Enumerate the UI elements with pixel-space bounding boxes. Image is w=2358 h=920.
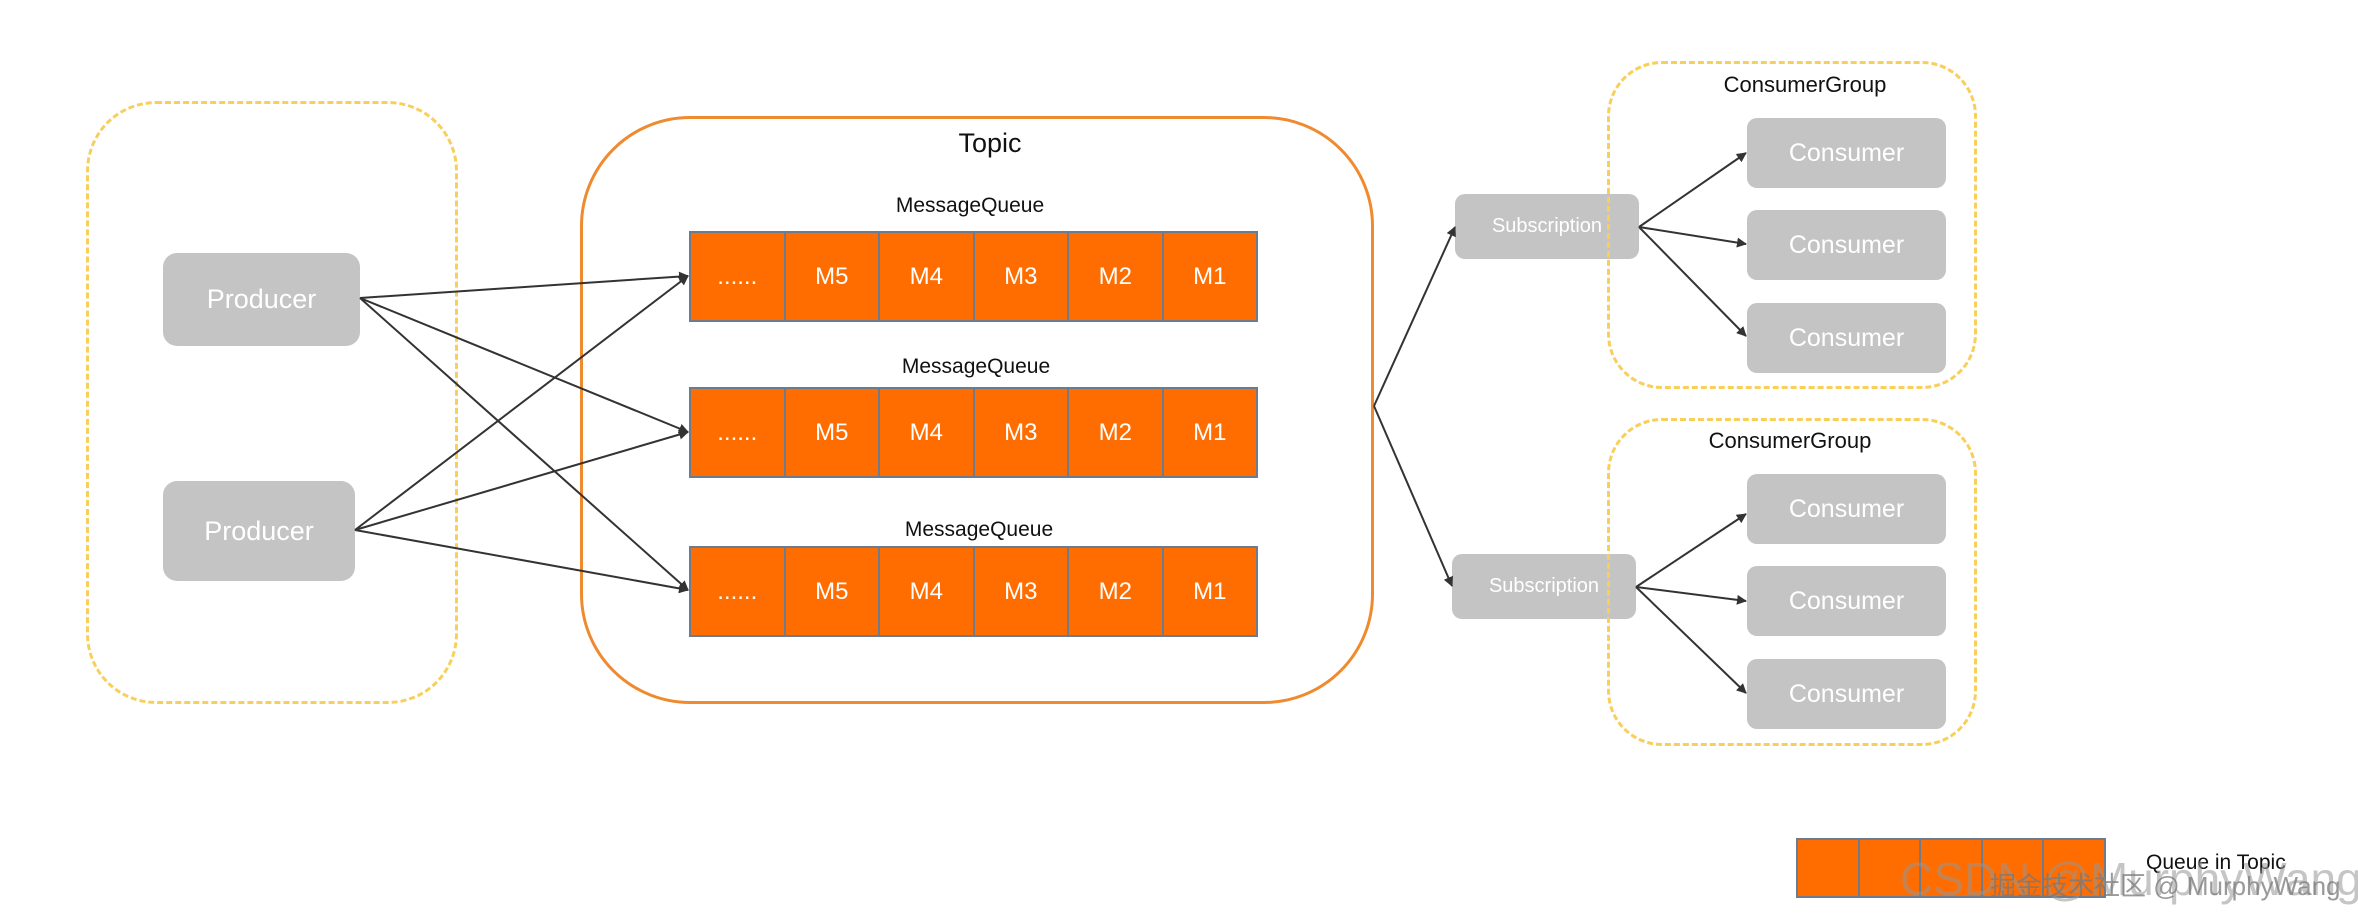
legend-cell xyxy=(1798,840,1860,896)
arrow-line xyxy=(1635,586,1747,694)
consumer-label: Consumer xyxy=(1788,586,1905,615)
arrow-line xyxy=(1635,513,1747,588)
queue-cell: ...... xyxy=(691,548,786,635)
queue-cell: M1 xyxy=(1193,418,1227,446)
queue-cell: M3 xyxy=(975,389,1069,476)
queue-cell: M1 xyxy=(1193,262,1227,290)
consumer-node[interactable]: Consumer xyxy=(1747,303,1946,373)
queue-cell: M5 xyxy=(786,548,880,635)
message-queue-label: MessageQueue xyxy=(904,518,1054,541)
queue-cell: M4 xyxy=(880,548,975,635)
watermark-juejin: 掘金技术社区 @ MurphyWang xyxy=(1990,871,2341,901)
subscription-label: Subscription xyxy=(1488,575,1600,597)
queue-cell: ...... xyxy=(691,389,786,476)
arrow-line xyxy=(1638,226,1747,337)
arrow-line xyxy=(1638,152,1747,228)
message-queue-1: ...... M5 M4 M3 M2 M1 xyxy=(689,231,1258,322)
consumer-group-title: ConsumerGroup xyxy=(1708,428,1872,453)
queue-cell: M3 xyxy=(975,548,1069,635)
consumer-label: Consumer xyxy=(1788,230,1905,259)
consumer-node[interactable]: Consumer xyxy=(1747,474,1946,544)
subscription-label: Subscription xyxy=(1491,215,1603,237)
arrow-line xyxy=(1373,405,1454,587)
subscription-node-2[interactable]: Subscription xyxy=(1452,554,1636,619)
message-queue-label: MessageQueue xyxy=(901,355,1051,378)
arrow-line xyxy=(1635,586,1747,605)
consumer-label: Consumer xyxy=(1788,679,1905,708)
queue-cell: M1 xyxy=(1193,577,1227,605)
queue-cell: M4 xyxy=(880,389,975,476)
legend-cell xyxy=(1983,840,2045,896)
producer-group-box xyxy=(86,101,458,704)
queue-cell: M2 xyxy=(1069,548,1164,635)
queue-cell: M5 xyxy=(786,233,880,320)
legend-cell xyxy=(1860,840,1922,896)
producer-node-1[interactable]: Producer xyxy=(163,253,360,346)
producer-label: Producer xyxy=(204,515,314,546)
queue-cell: M2 xyxy=(1069,389,1164,476)
queue-cell: ...... xyxy=(691,233,786,320)
arrow-line xyxy=(354,429,689,531)
message-queue-2: ...... M5 M4 M3 M2 M1 xyxy=(689,387,1258,478)
arrow-line xyxy=(1638,226,1747,248)
arrow-line xyxy=(354,529,689,594)
queue-cell: M4 xyxy=(880,233,975,320)
consumer-label: Consumer xyxy=(1788,494,1905,523)
queue-cell: M3 xyxy=(975,233,1069,320)
consumer-group-box-1 xyxy=(1607,61,1977,389)
arrow-line xyxy=(359,271,689,299)
message-queue-label: MessageQueue xyxy=(895,194,1045,217)
consumer-node[interactable]: Consumer xyxy=(1747,210,1946,280)
arrow-line xyxy=(1373,226,1456,407)
producer-node-2[interactable]: Producer xyxy=(163,481,355,581)
consumer-node[interactable]: Consumer xyxy=(1747,566,1946,636)
queue-cell: M5 xyxy=(786,389,880,476)
consumer-node[interactable]: Consumer xyxy=(1747,659,1946,729)
legend-queue-swatch xyxy=(1796,838,2106,898)
queue-cell: M2 xyxy=(1069,233,1164,320)
consumer-group-title: ConsumerGroup xyxy=(1723,72,1887,97)
arrow-line xyxy=(359,297,689,591)
topic-title: Topic xyxy=(958,128,1022,158)
watermark-csdn: CSDN @MurphyWang xyxy=(1900,853,2358,905)
message-queue-3: ...... M5 M4 M3 M2 M1 xyxy=(689,546,1258,637)
producer-label: Producer xyxy=(206,284,317,314)
legend-label: Queue in Topic xyxy=(2146,851,2286,874)
consumer-label: Consumer xyxy=(1788,323,1905,352)
consumer-node[interactable]: Consumer xyxy=(1747,118,1946,188)
topic-box xyxy=(580,116,1374,704)
arrow-line xyxy=(354,275,689,531)
arrow-line xyxy=(359,297,689,434)
consumer-label: Consumer xyxy=(1788,138,1905,167)
consumer-group-box-2 xyxy=(1607,418,1977,746)
legend-cell xyxy=(1921,840,1983,896)
